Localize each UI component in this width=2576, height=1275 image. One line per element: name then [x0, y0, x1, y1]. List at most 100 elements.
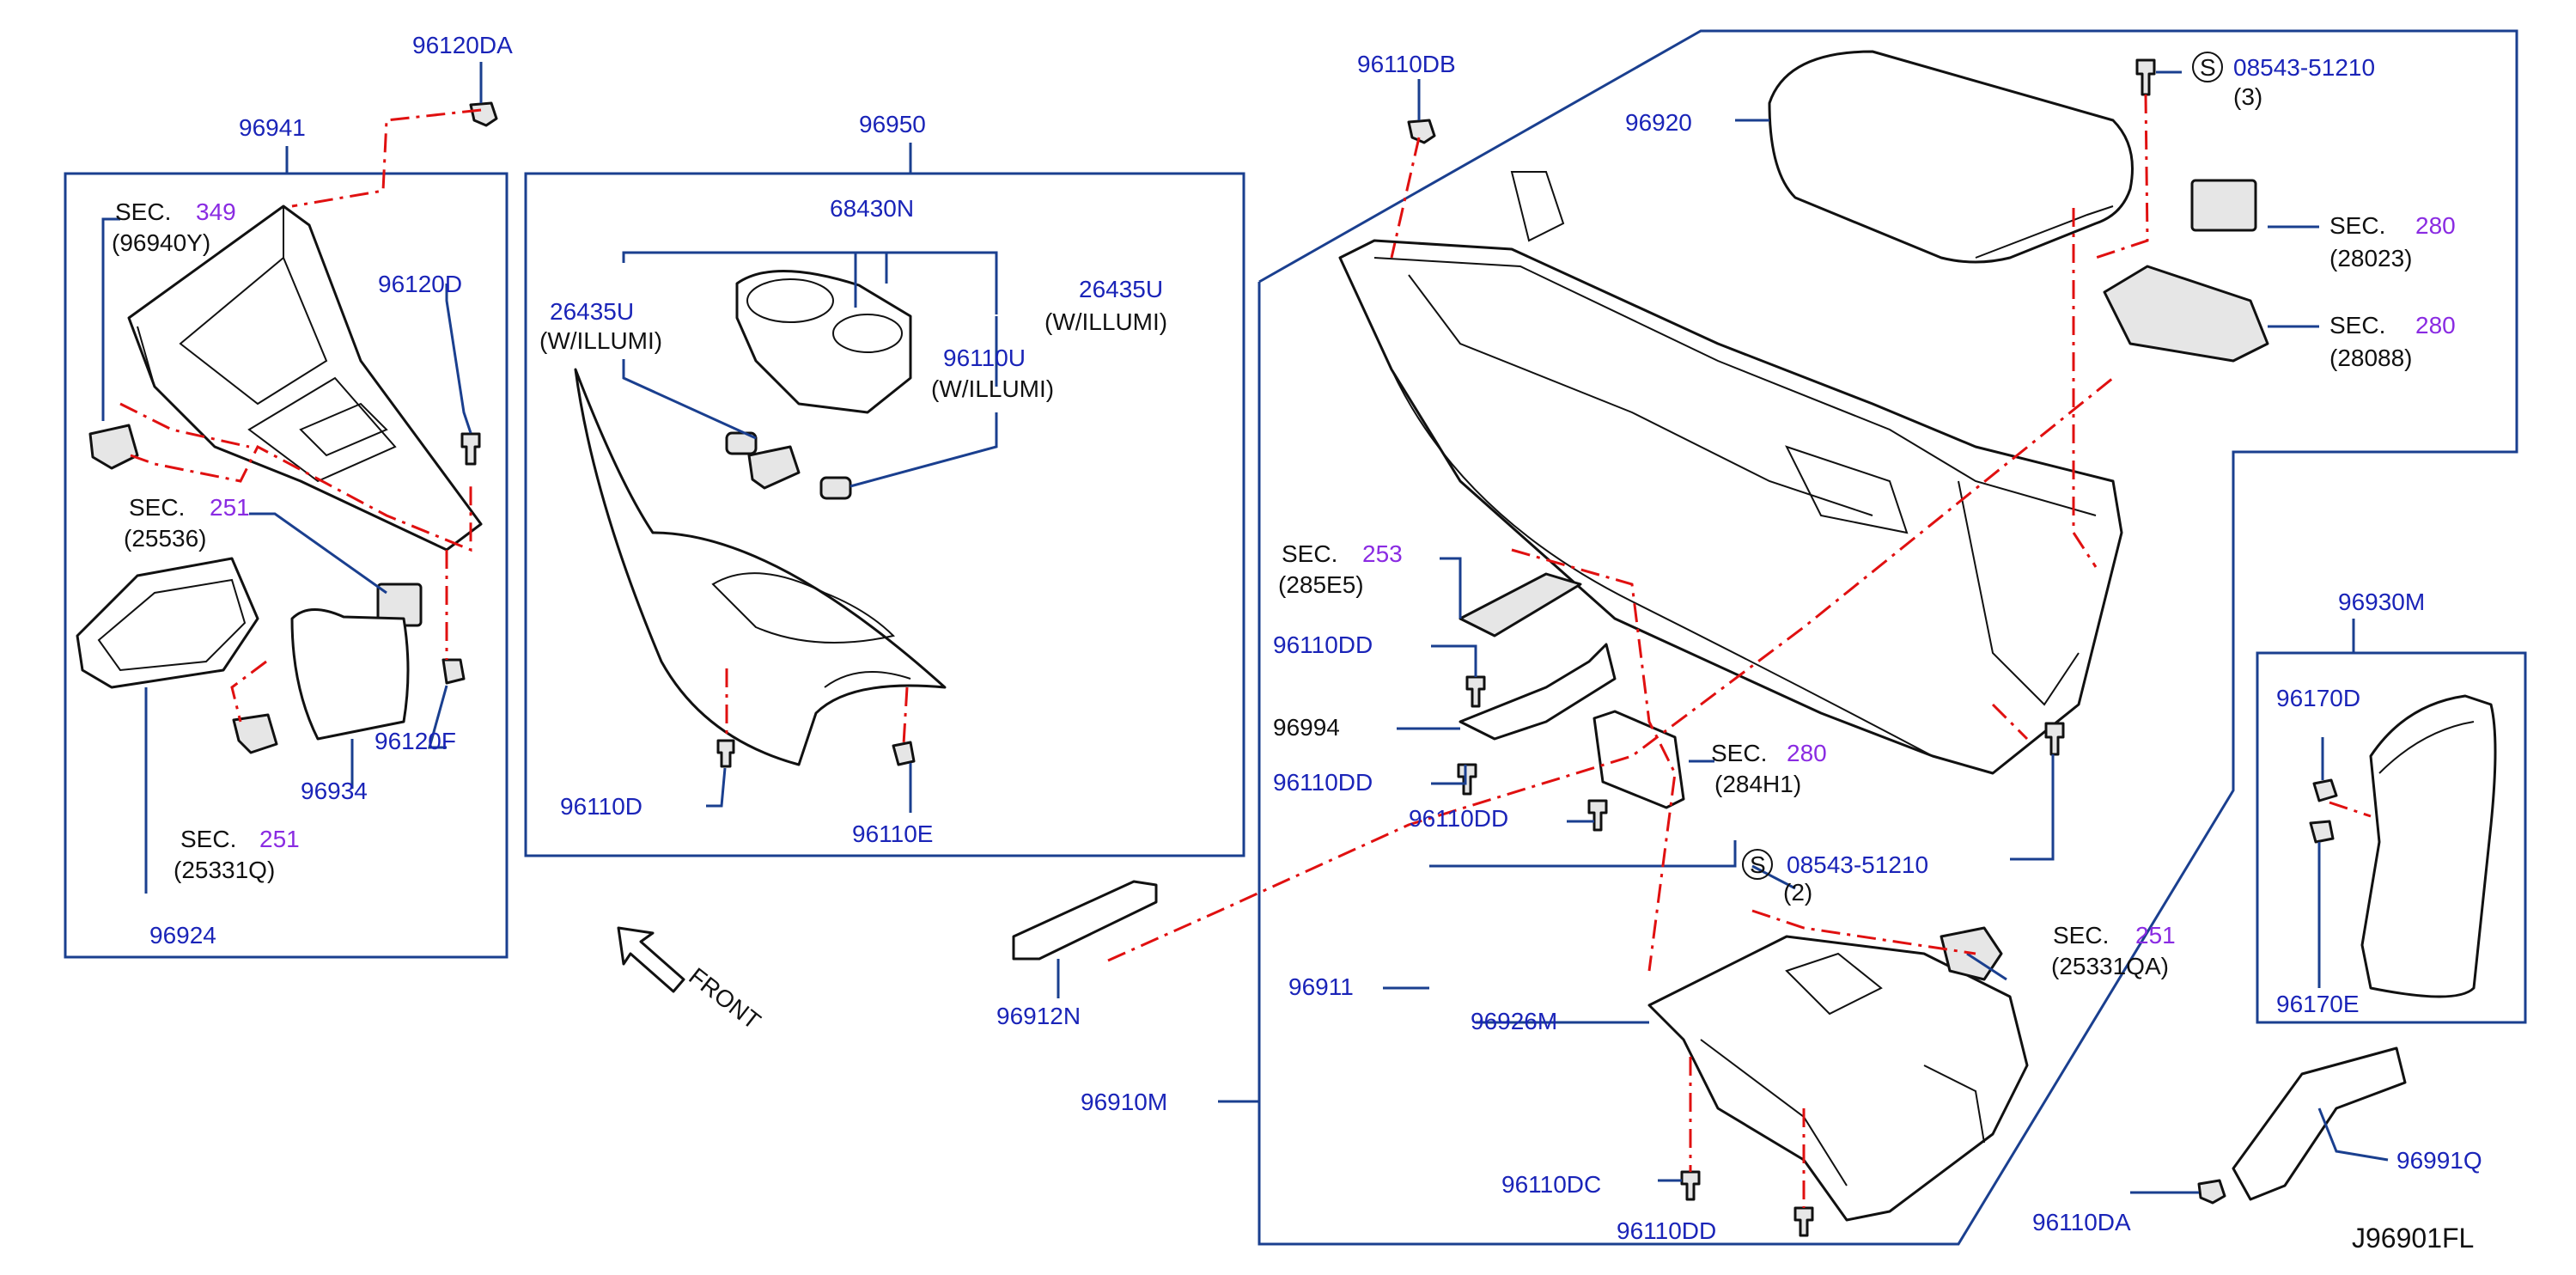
group-box-96910M — [1258, 29, 2518, 1246]
label-96110U: 96110U — [943, 345, 1026, 371]
label-26435U-right: 26435U — [1079, 276, 1163, 302]
label-25536: (25536) — [124, 525, 207, 552]
label-284H1: (284H1) — [1714, 771, 1801, 797]
screw-96110d-part — [716, 739, 735, 768]
label-96991Q: 96991Q — [2396, 1147, 2482, 1174]
bolt-08543-51210-top-part — [2135, 58, 2156, 96]
screw-96110dd-c-part — [1587, 799, 1608, 832]
label-96926M: 96926M — [1471, 1008, 1557, 1034]
label-96110DD-d: 96110DD — [1617, 1217, 1716, 1244]
label-bolt-mid-qty: (2) — [1783, 879, 1812, 906]
diagram-id: J96901FL — [2352, 1223, 2474, 1254]
socket-25331q-part — [232, 713, 278, 754]
label-28088: (28088) — [2329, 345, 2413, 371]
bracket-285e5-part — [1459, 572, 1582, 638]
s-symbol-top-icon — [2192, 52, 2223, 82]
bracket-96994-part — [1459, 643, 1617, 741]
screw-96110db-part — [1407, 119, 1436, 144]
module-284h1-part — [1592, 710, 1685, 809]
label-sec-280-c: SEC. — [1711, 740, 1767, 766]
clip-96170e-part — [2309, 820, 2335, 844]
label-sec-280-b-num: 280 — [2415, 312, 2456, 339]
label-08543-51210-top: 08543-51210 — [2233, 54, 2375, 81]
label-96940Y: (96940Y) — [112, 229, 210, 256]
s-symbol-mid: S — [1750, 851, 1766, 878]
label-sec-253: SEC. — [1282, 540, 1337, 567]
bracket-96912n-part — [1012, 880, 1158, 961]
label-sec-251-c: SEC. — [2053, 922, 2109, 949]
bulb-26435u-left-part — [725, 431, 758, 455]
label-sec-251-b: SEC. — [180, 826, 236, 852]
label-96994: 96994 — [1273, 714, 1340, 741]
s-symbol-mid-icon — [1742, 849, 1773, 880]
label-sec-253-num: 253 — [1362, 540, 1403, 567]
label-w-illumi-right: (W/ILLUMI) — [1044, 308, 1167, 335]
label-285E5: (285E5) — [1278, 571, 1364, 598]
clip-96170d-part — [2312, 778, 2338, 802]
label-sec-280-a: SEC. — [2329, 212, 2385, 239]
group-box-96950 — [524, 172, 1245, 857]
label-96924: 96924 — [149, 922, 216, 949]
armrest-lid-96920-part — [1768, 50, 2134, 264]
label-96110DD-c: 96110DD — [1409, 805, 1508, 832]
clip-96120f-part — [442, 658, 466, 685]
label-sec-280-c-num: 280 — [1787, 740, 1827, 766]
label-08543-51210-mid: 08543-51210 — [1787, 851, 1928, 878]
label-96910M: 96910M — [1081, 1089, 1167, 1115]
label-25331Q: (25331Q) — [174, 857, 275, 883]
screw-96110dd-b-part — [1457, 763, 1477, 796]
connector-28023-part — [2190, 179, 2257, 232]
label-sec-251-a: SEC. — [129, 494, 185, 521]
shift-boot-96934-part — [290, 608, 410, 741]
clip-96110e-part — [892, 741, 916, 766]
cup-holder-68430n-part — [735, 270, 912, 414]
label-96110DB: 96110DB — [1357, 51, 1456, 77]
label-26435U-left: 26435U — [550, 298, 634, 325]
label-96110D: 96110D — [560, 793, 642, 820]
label-96930M: 96930M — [2338, 589, 2425, 615]
label-bolt-top-qty: (3) — [2233, 83, 2262, 110]
screw-96110dd-a-part — [1465, 675, 1486, 708]
screw-96110dc-part — [1680, 1170, 1701, 1201]
label-96170D: 96170D — [2276, 685, 2360, 711]
s-symbol-top: S — [2200, 54, 2216, 81]
label-96950: 96950 — [859, 111, 926, 137]
pad-96930m-part — [2360, 694, 2497, 998]
label-w-illumi-mid: (W/ILLUMI) — [931, 375, 1054, 402]
console-finisher-part — [127, 204, 483, 552]
label-sec-349-num: 349 — [196, 198, 236, 225]
tray-96924-part — [76, 557, 259, 689]
bolt-08543-51210-mid-part — [2044, 722, 2065, 756]
bracket-96991q-part — [2232, 1046, 2407, 1201]
group-box-96930M — [2256, 651, 2527, 1024]
label-96120D: 96120D — [378, 271, 462, 297]
bolt-96110da-part — [2197, 1179, 2226, 1205]
label-68430N: 68430N — [830, 195, 914, 222]
label-96934: 96934 — [301, 778, 368, 804]
bin-96926m-part — [1647, 935, 2029, 1222]
bulb-26435u-right-part — [819, 476, 852, 500]
label-sec-251-b-num: 251 — [259, 826, 300, 852]
front-arrow-icon — [617, 926, 685, 993]
label-28023: (28023) — [2329, 245, 2413, 271]
label-96110DD-b: 96110DD — [1273, 769, 1373, 796]
label-96110DD-a: 96110DD — [1273, 631, 1373, 658]
label-sec-280-b: SEC. — [2329, 312, 2385, 339]
screw-96110dd-d-part — [1793, 1206, 1814, 1237]
label-w-illumi-left: (W/ILLUMI) — [539, 327, 662, 354]
label-96170E: 96170E — [2276, 991, 2360, 1017]
label-sec-251-c-num: 251 — [2135, 922, 2176, 949]
clip-96940y-part — [88, 424, 139, 470]
front-label: FRONT — [684, 962, 765, 1034]
label-96920: 96920 — [1625, 109, 1692, 136]
harness-96110u-part — [747, 445, 801, 490]
console-body-96911-part — [1338, 239, 2123, 775]
label-96120F: 96120F — [375, 728, 456, 754]
console-trim-96950-part — [574, 368, 947, 766]
label-sec-349: SEC. — [115, 198, 171, 225]
label-96912N: 96912N — [996, 1003, 1081, 1029]
label-96120DA: 96120DA — [412, 32, 513, 58]
label-96941: 96941 — [239, 114, 306, 141]
label-96110DA: 96110DA — [2032, 1209, 2131, 1235]
